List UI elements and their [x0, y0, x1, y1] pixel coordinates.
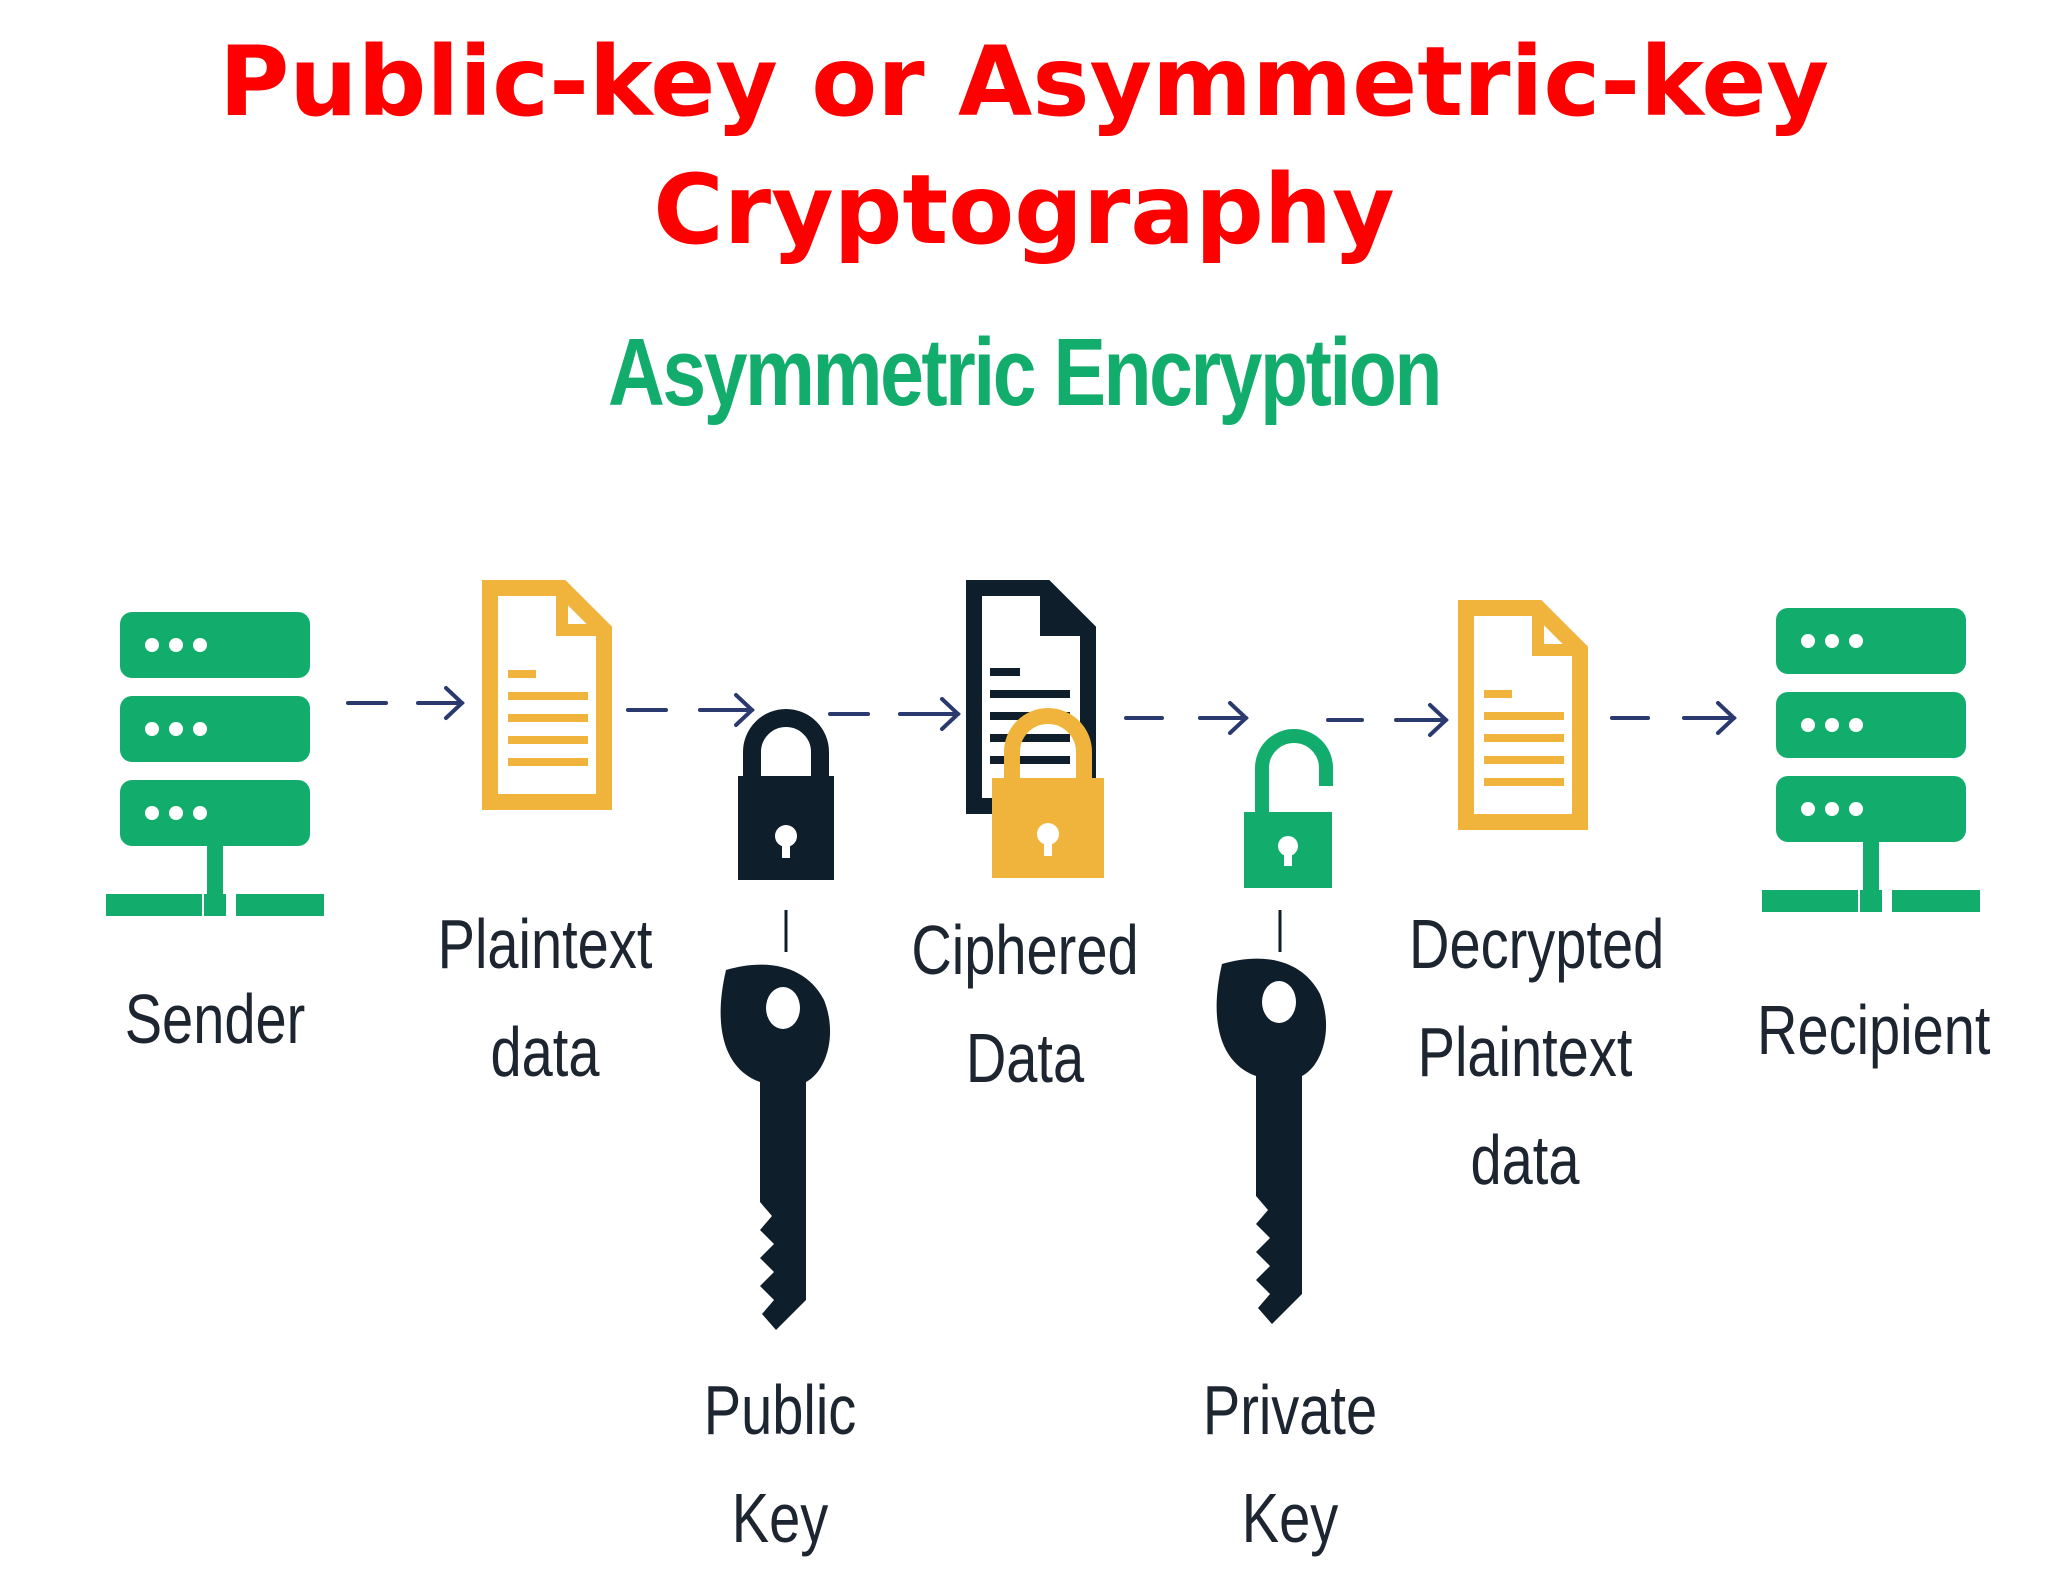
recipient-server-icon [1762, 608, 1980, 912]
public-key-label: Public Key [703, 1371, 857, 1557]
decrypted-label: Decrypted Plaintext data [1409, 905, 1665, 1199]
page-title: Public-key or Asymmetric-key Cryptograph… [0, 18, 2048, 274]
private-key-unlock-icon [1244, 729, 1333, 888]
ciphered-document-icon [966, 580, 1096, 814]
arrow-icon [828, 697, 961, 731]
plaintext-label: Plaintext data [437, 905, 653, 1091]
sender-server-icon [106, 612, 324, 916]
ciphered-label: Ciphered Data [911, 911, 1139, 1097]
arrow-icon [1610, 701, 1737, 735]
arrow-icon [1326, 703, 1449, 737]
sender-label: Sender [124, 980, 306, 1058]
diagram-subtitle: Asymmetric Encryption [607, 319, 1442, 426]
plaintext-document-icon [490, 588, 604, 802]
title-line-2: Cryptography [653, 154, 1395, 266]
arrow-icon [626, 693, 755, 727]
private-key-icon [1216, 958, 1327, 1324]
encrypted-lock-icon [992, 708, 1104, 878]
arrow-icon [1124, 701, 1249, 735]
title-line-1: Public-key or Asymmetric-key [218, 26, 1830, 138]
recipient-label: Recipient [1757, 991, 1991, 1069]
public-key-lock-icon [738, 709, 834, 880]
arrow-icon [346, 686, 465, 720]
public-key-icon [720, 964, 831, 1330]
encryption-flow-diagram [106, 580, 1980, 1330]
flow-arrows [346, 686, 1737, 737]
private-key-label: Private Key [1202, 1371, 1378, 1557]
decrypted-document-icon [1466, 608, 1580, 822]
